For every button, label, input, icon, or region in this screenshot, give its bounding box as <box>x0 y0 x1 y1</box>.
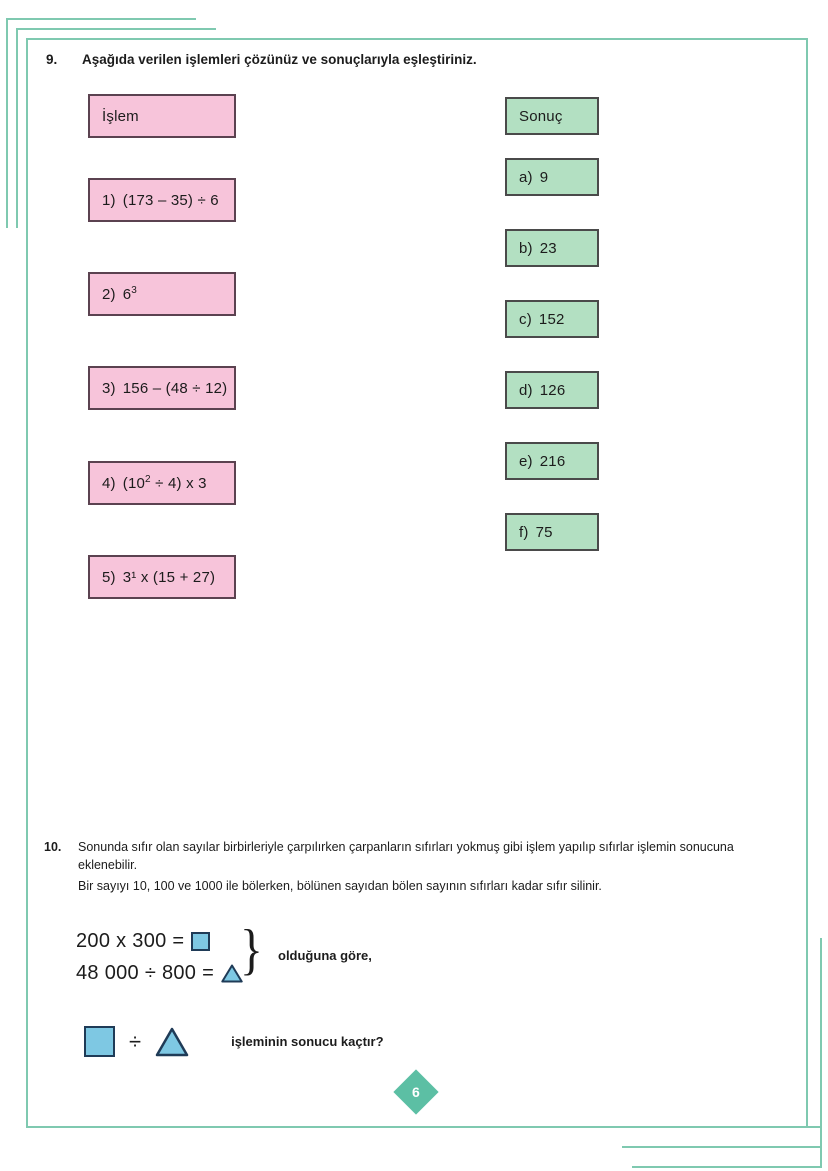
blue-square-large-icon <box>84 1026 115 1057</box>
equation-2-text: 48 000 ÷ 800 = <box>76 962 215 984</box>
result-d-label: d) <box>519 381 533 399</box>
islem-header-label: İşlem <box>102 107 139 125</box>
blue-square-icon <box>191 931 211 951</box>
result-box-d[interactable]: d) 126 <box>505 371 599 409</box>
equation-1-text: 200 x 300 = <box>76 930 185 952</box>
operation-box-2[interactable]: 2) 63 <box>88 272 236 316</box>
result-a-value: 9 <box>539 168 549 186</box>
operation-1-label: 1) <box>102 191 116 209</box>
operation-5-expression: 3¹ x (15 + 27) <box>122 568 216 586</box>
operation-1-expression: (173 – 35) ÷ 6 <box>122 191 219 209</box>
operation-box-3[interactable]: 3) 156 – (48 ÷ 12) <box>88 366 236 410</box>
result-f-value: 75 <box>535 523 553 541</box>
operation-4-label: 4) <box>102 474 116 492</box>
result-box-f[interactable]: f) 75 <box>505 513 599 551</box>
division-symbol: ÷ <box>129 1028 142 1054</box>
islem-header-box: İşlem <box>88 94 236 138</box>
equation-row-2: 48 000 ÷ 800 = <box>76 957 243 989</box>
connector-text: olduğuna göre, <box>278 948 372 963</box>
operation-3-expression: 156 – (48 ÷ 12) <box>122 379 228 397</box>
question-10-number: 10. <box>44 840 62 854</box>
operation-2-label: 2) <box>102 285 116 303</box>
result-box-e[interactable]: e) 216 <box>505 442 599 480</box>
question-10-heading: 10. Sonunda sıfır olan sayılar birbirler… <box>44 838 784 874</box>
result-e-value: 216 <box>539 452 566 470</box>
page-number: 6 <box>412 1083 420 1100</box>
result-c-label: c) <box>519 310 532 328</box>
result-a-label: a) <box>519 168 533 186</box>
blue-triangle-icon <box>221 964 243 983</box>
corner-decor-line-6 <box>632 958 822 1168</box>
operation-2-expression: 63 <box>122 284 138 303</box>
final-expression-row: ÷ işleminin sonucu kaçtır? <box>84 1026 384 1057</box>
result-box-b[interactable]: b) 23 <box>505 229 599 267</box>
result-box-a[interactable]: a) 9 <box>505 158 599 196</box>
result-c-value: 152 <box>538 310 565 328</box>
result-box-c[interactable]: c) 152 <box>505 300 599 338</box>
question-10-paragraph-1: Sonunda sıfır olan sayılar birbirleriyle… <box>78 840 734 873</box>
question-9-number: 9. <box>46 52 58 67</box>
operation-box-4[interactable]: 4) (102 ÷ 4) x 3 <box>88 461 236 505</box>
page-border <box>26 38 808 1128</box>
question-10-paragraph-2: Bir sayıyı 10, 100 ve 1000 ile bölerken,… <box>78 879 602 893</box>
operation-5-label: 5) <box>102 568 116 586</box>
operation-box-1[interactable]: 1) (173 – 35) ÷ 6 <box>88 178 236 222</box>
corner-decor-line-2 <box>16 28 216 228</box>
equation-row-1: 200 x 300 = <box>76 925 243 957</box>
question-9-prompt: Aşağıda verilen işlemleri çözünüz ve son… <box>82 52 477 67</box>
sonuc-header-box: Sonuç <box>505 97 599 135</box>
result-b-value: 23 <box>539 239 557 257</box>
question-9-heading: 9. Aşağıda verilen işlemleri çözünüz ve … <box>46 52 477 67</box>
result-e-label: e) <box>519 452 533 470</box>
sonuc-header-label: Sonuç <box>519 107 563 125</box>
corner-decor-line-1 <box>6 18 196 228</box>
operation-box-5[interactable]: 5) 3¹ x (15 + 27) <box>88 555 236 599</box>
result-f-label: f) <box>519 523 529 541</box>
operation-3-label: 3) <box>102 379 116 397</box>
blue-triangle-large-icon <box>155 1027 189 1057</box>
operation-4-expression: (102 ÷ 4) x 3 <box>122 473 207 492</box>
equation-block: 200 x 300 = 48 000 ÷ 800 = <box>76 925 243 989</box>
result-b-label: b) <box>519 239 533 257</box>
curly-brace-icon: } <box>240 919 263 981</box>
final-question-text: işleminin sonucu kaçtır? <box>231 1034 384 1049</box>
result-d-value: 126 <box>539 381 566 399</box>
